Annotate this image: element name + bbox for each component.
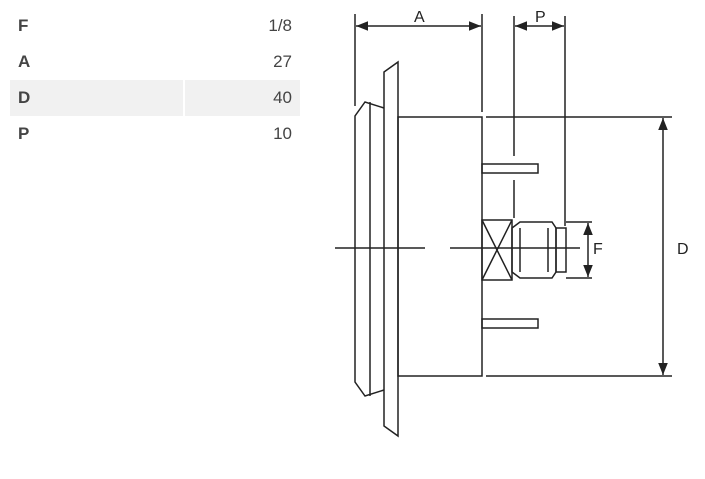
dim-a-label: A [414,9,425,26]
spec-value: 27 [273,52,292,71]
spec-key: A [18,52,31,71]
case-body [397,116,483,377]
dim-f-label: F [593,241,603,258]
spec-value: 1/8 [268,16,292,35]
front-bezel [354,101,385,397]
spec-key: P [18,124,30,143]
spec-row-d: D 40 [10,80,300,116]
spec-table: F 1/8 A 27 D 40 P 10 [8,8,302,152]
thread-tip [555,227,567,273]
dim-p-label: P [535,9,546,26]
top-stud [481,163,539,174]
thread-fitting [511,221,557,279]
spec-value: 10 [273,124,292,143]
hex-nut-cross [481,219,513,281]
spec-row-p: P 10 [10,116,300,152]
spec-key: F [18,16,29,35]
spec-row-a: A 27 [10,44,300,80]
spec-row-f: F 1/8 [10,8,300,44]
bottom-stud [481,318,539,329]
bezel-flange [383,60,399,438]
dim-d-label: D [677,241,689,258]
spec-value: 40 [185,80,300,116]
spec-key: D [10,80,184,116]
